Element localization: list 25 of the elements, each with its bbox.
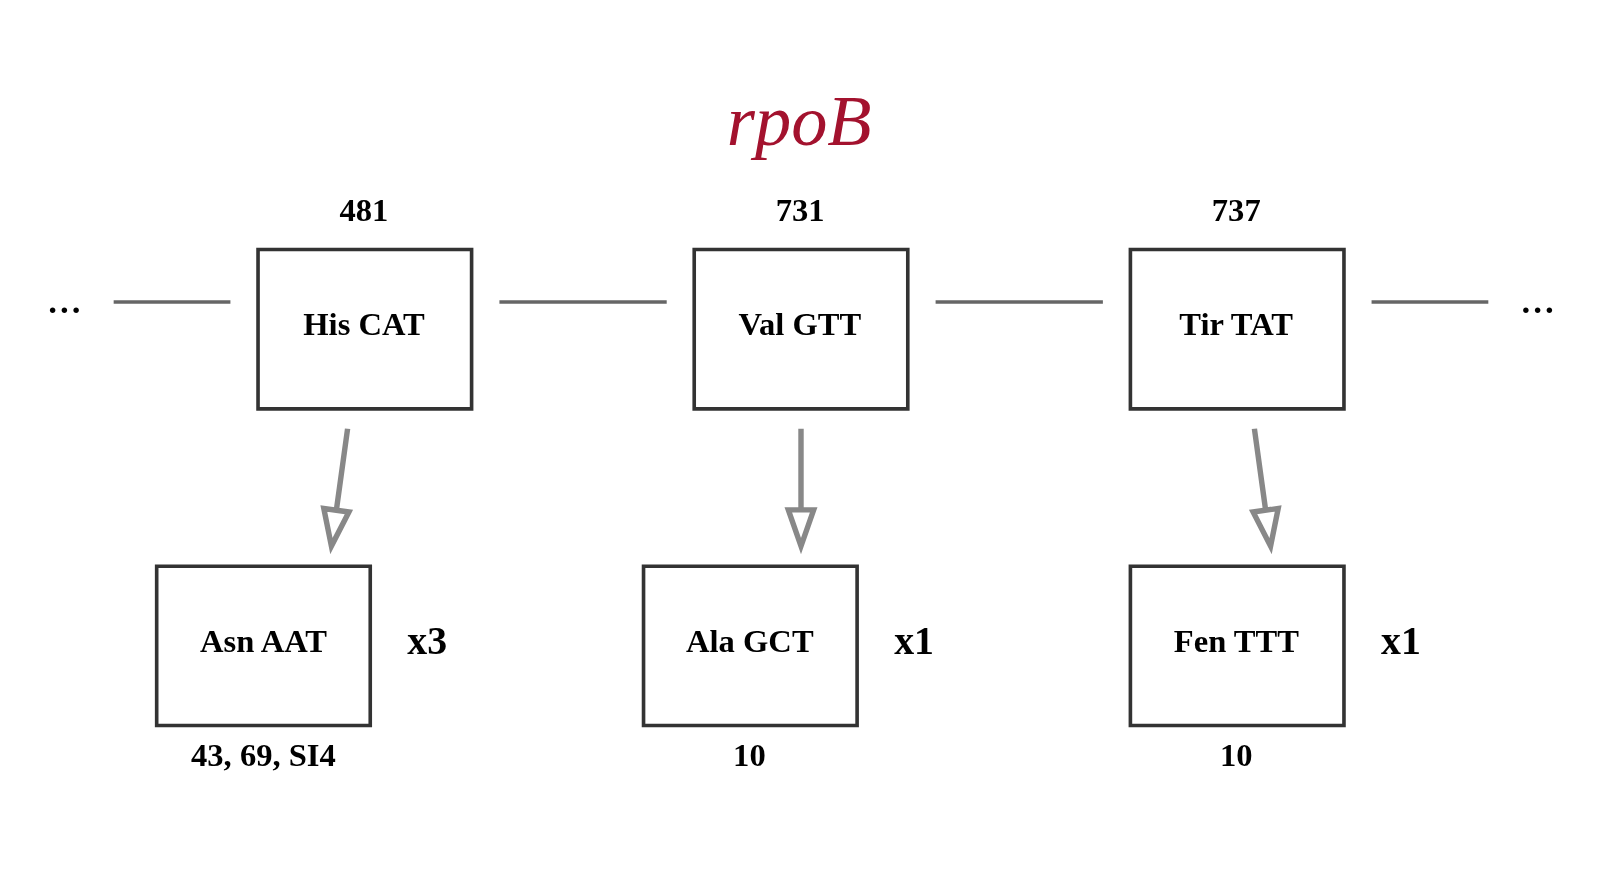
node-label: 481 (339, 191, 389, 228)
node-box: Fen TTT (1128, 564, 1346, 727)
arrow (1248, 427, 1282, 554)
node-label: 10 (1219, 736, 1253, 773)
node-label: x1 (1381, 618, 1421, 663)
node-box: Asn AAT (154, 564, 373, 727)
node-label: 737 (1211, 191, 1261, 228)
node-label: 43, 69, SI4 (191, 736, 336, 773)
connector (113, 299, 231, 304)
arrow (320, 427, 354, 554)
diagram-title: rpoB (726, 79, 872, 161)
node-text: ... (46, 270, 83, 323)
node-box: Val GTT (692, 247, 910, 411)
node-label: x1 (894, 618, 935, 663)
node-text: ... (1519, 270, 1556, 323)
node-box: Tir TAT (1128, 247, 1346, 411)
arrow (784, 428, 818, 554)
connector (1371, 299, 1489, 304)
connector (499, 299, 667, 304)
connector (935, 299, 1103, 304)
node-box: His CAT (256, 247, 474, 411)
node-label: 731 (775, 191, 825, 228)
node-label: 10 (733, 736, 766, 773)
node-label: x3 (407, 618, 448, 663)
node-box: Ala GCT (641, 564, 859, 727)
